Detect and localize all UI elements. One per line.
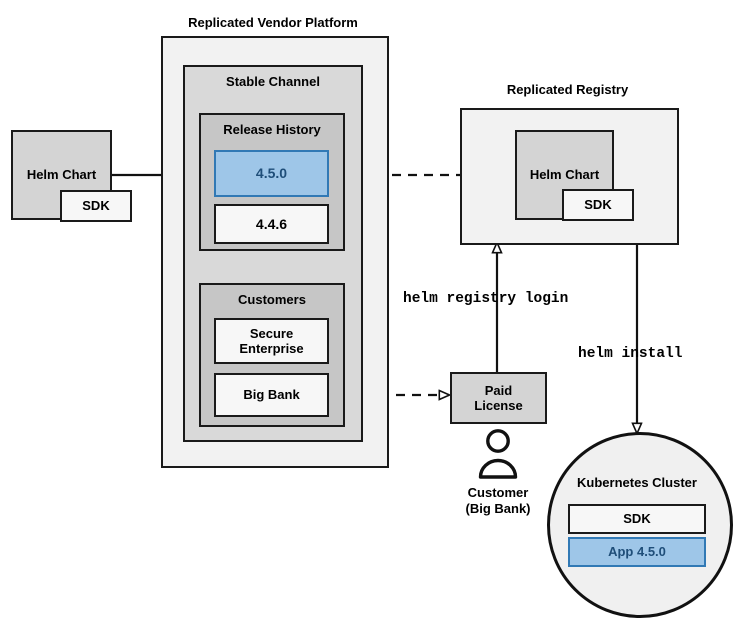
release-item-450[interactable]: 4.5.0 — [214, 150, 329, 197]
command-helm-install: helm install — [578, 346, 682, 362]
platform-title: Replicated Vendor Platform — [161, 15, 385, 30]
customer-secure-enterprise[interactable]: Secure Enterprise — [214, 318, 329, 364]
person-icon-glyph — [478, 429, 518, 479]
source-helm-chart-label: Helm Chart — [26, 167, 97, 183]
person-icon — [473, 428, 523, 480]
customer-caption-line1: Customer — [467, 485, 529, 500]
customer-big-bank-label: Big Bank — [243, 387, 300, 403]
registry-title: Replicated Registry — [460, 82, 675, 97]
customer-caption: Customer (Big Bank) — [438, 485, 558, 518]
release-item-446[interactable]: 4.4.6 — [214, 204, 329, 244]
registry-helm-chart-sdk: SDK — [562, 189, 634, 221]
cluster-item-sdk: SDK — [568, 504, 706, 534]
source-helm-chart-sdk: SDK — [60, 190, 132, 222]
command-registry-login: helm registry login — [403, 291, 568, 307]
customer-caption-line2: (Big Bank) — [465, 501, 531, 517]
cluster-item-app-label: App 4.5.0 — [608, 544, 666, 560]
kubernetes-cluster-title: Kubernetes Cluster — [557, 475, 717, 491]
command-helm-install-label: helm install — [578, 346, 683, 362]
stable-channel-label: Stable Channel — [226, 74, 320, 89]
customer-secure-enterprise-label: Secure Enterprise — [239, 325, 304, 356]
kubernetes-cluster-title-label: Kubernetes Cluster — [577, 475, 697, 490]
customer-big-bank[interactable]: Big Bank — [214, 373, 329, 417]
source-helm-chart-sdk-label: SDK — [82, 198, 110, 214]
paid-license: Paid License — [450, 372, 547, 424]
registry-helm-chart-label: Helm Chart — [529, 167, 600, 183]
cluster-item-sdk-label: SDK — [623, 511, 651, 527]
release-history-label: Release History — [223, 122, 321, 137]
registry-title-label: Replicated Registry — [506, 82, 629, 97]
release-item-450-label: 4.5.0 — [255, 165, 288, 182]
platform-title-label: Replicated Vendor Platform — [188, 15, 358, 30]
registry-helm-chart-sdk-label: SDK — [584, 197, 612, 213]
cluster-item-app: App 4.5.0 — [568, 537, 706, 567]
customers-label: Customers — [238, 292, 306, 307]
release-item-446-label: 4.4.6 — [255, 215, 288, 232]
paid-license-label: Paid License — [474, 382, 523, 413]
command-registry-login-label: helm registry login — [403, 291, 569, 307]
